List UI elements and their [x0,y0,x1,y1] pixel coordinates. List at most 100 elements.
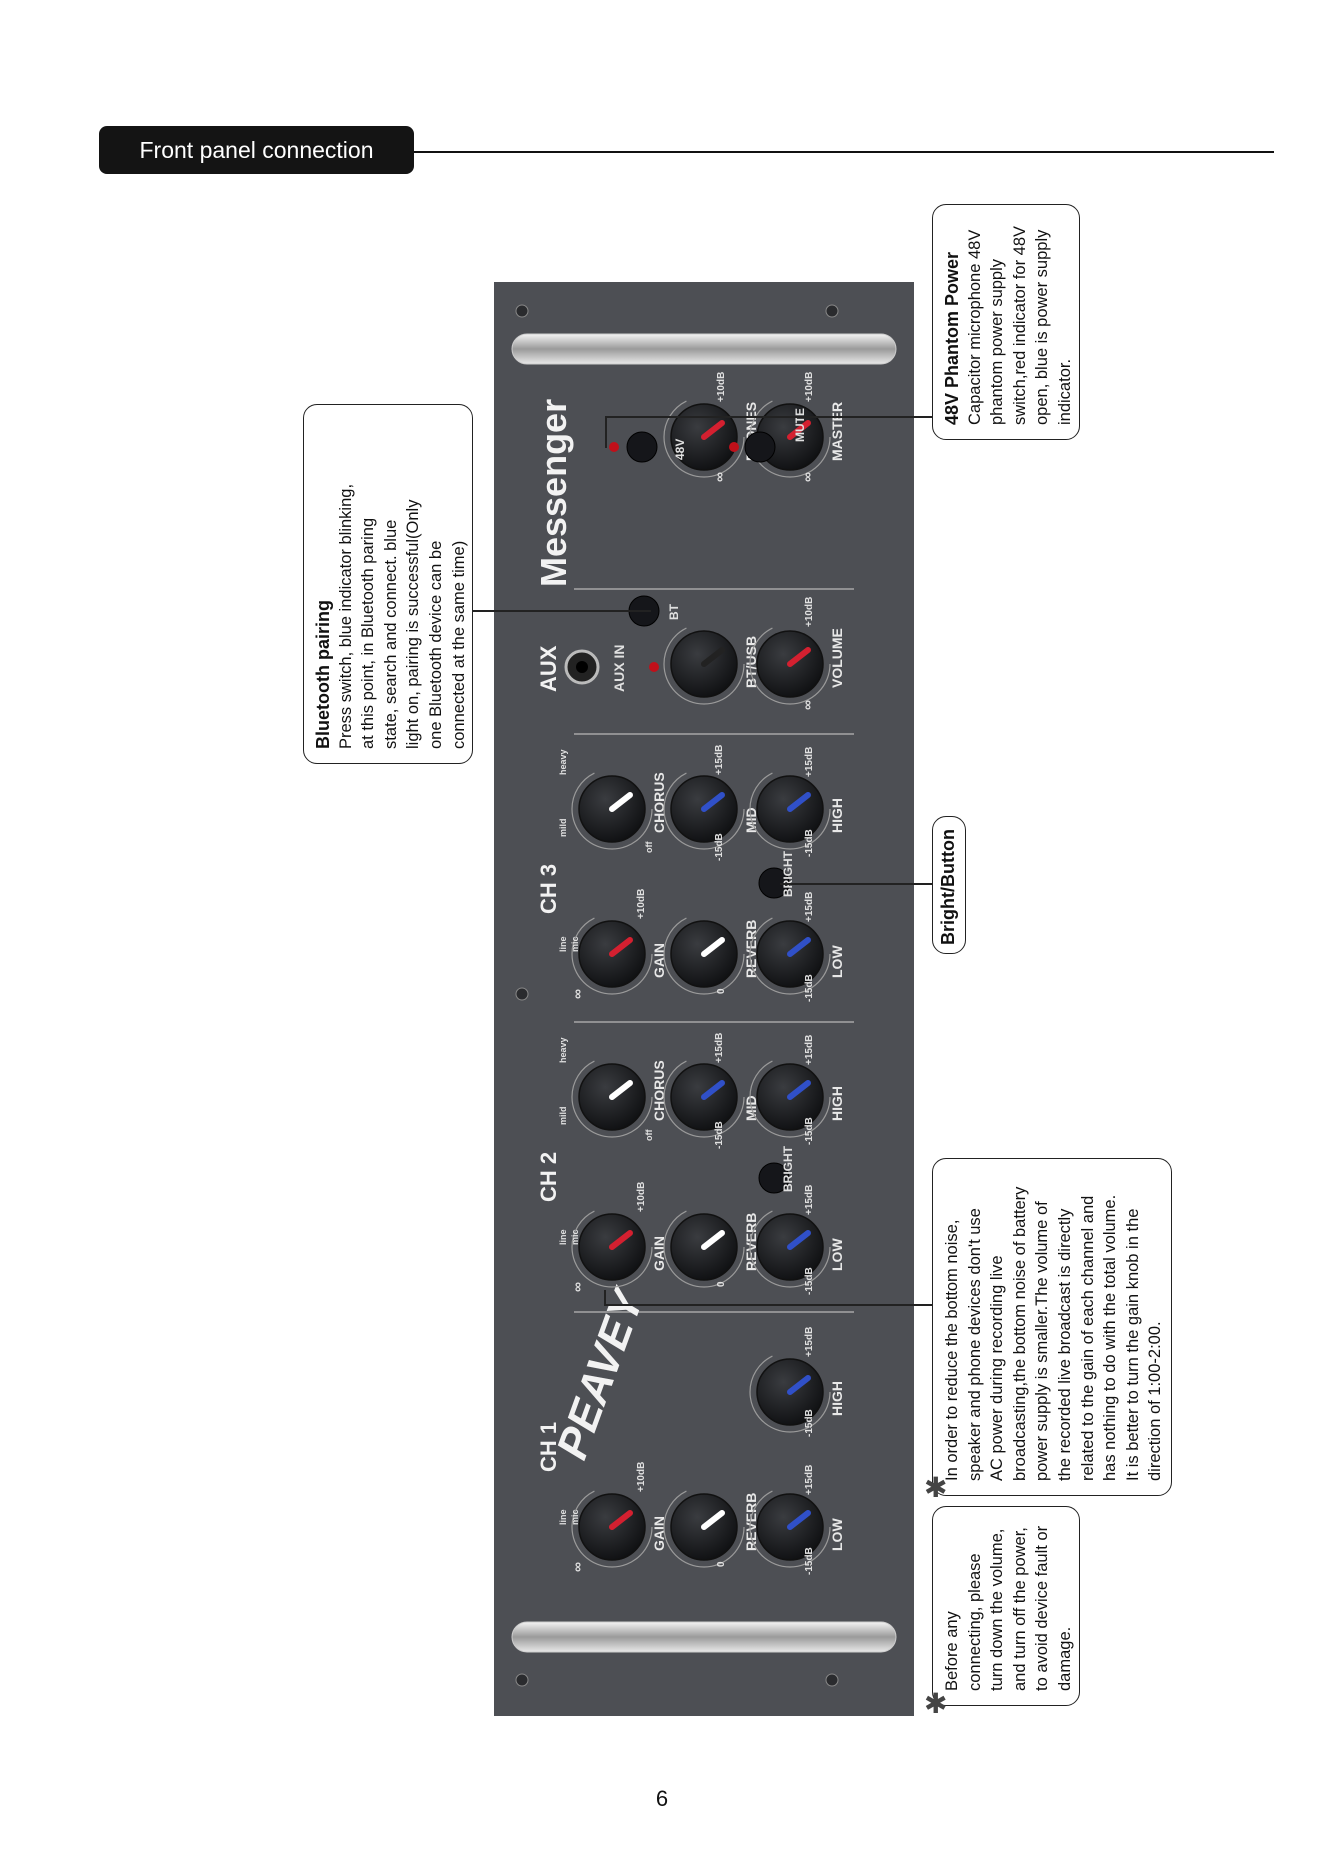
ch3-gain-knob[interactable]: GAIN [571,913,667,995]
ch3-high-plus15: +15dB [804,747,815,777]
knob-scale [749,623,831,705]
knob-pointer [701,420,725,440]
ch1-high-knob[interactable]: HIGH [749,1351,845,1433]
knob-pointer [609,1080,633,1100]
note-line: phantom power supply [988,258,1007,425]
mute-button[interactable] [744,431,776,463]
ch1-gain-knob[interactable]: GAIN [571,1486,667,1568]
ch3-gain-line: line [558,936,568,952]
note-line: Press switch, blue indicator blinking, [336,483,355,749]
bottom-handle [511,1621,897,1653]
ch3-low-knob-label: LOW [829,945,845,978]
ch3-chorus-knob[interactable]: CHORUS [571,768,667,850]
ch1-low-knob-label: LOW [829,1518,845,1551]
section-title: Front panel connection [139,136,374,163]
section-header: Front panel connection [99,126,414,174]
ch1-reverb-knob-label: REVERB [743,1493,759,1551]
phantom-48v-button[interactable] [626,431,658,463]
knob-scale [571,913,653,995]
ch2-high-knob[interactable]: HIGH [749,1056,845,1138]
leader-line-bluetooth [473,610,651,612]
ch3-gain-knob-label: GAIN [651,943,667,978]
ch2-reverb-zero: 0 [716,1281,727,1287]
screw [515,987,529,1001]
knob-scale [663,768,745,850]
ch2-low-knob[interactable]: LOW [749,1206,845,1288]
ch3-gain-mic: mic [570,936,580,952]
ch3-high-minus15: -15dB [804,829,815,857]
ch3-high-knob-label: HIGH [829,798,845,833]
note-line: light on, pairing is successful(Only [404,499,423,749]
ch3-low-knob[interactable]: LOW [749,913,845,995]
knob-pointer [701,1230,725,1250]
note-line: broadcasting,the bottom noise of battery [1010,1186,1029,1481]
ch3-chorus-mild: mild [558,818,568,837]
ch1-high-minus15: -15dB [804,1409,815,1437]
ch2-bright-button[interactable] [758,1162,790,1194]
note-line: power supply is smaller.The volume of [1033,1201,1052,1481]
ch2-mid-knob[interactable]: MID [663,1056,759,1138]
leader-line-phantom [605,416,932,418]
label-bt: BT [667,603,681,620]
knob-pointer [701,937,725,957]
note-line: one Bluetooth device can be [426,540,445,749]
knob-pointer [609,1230,633,1250]
note-line: to avoid device fault or [1033,1525,1052,1691]
note-line: turn down the volume, [988,1528,1007,1691]
ch1-high-knob-label: HIGH [829,1381,845,1416]
leader-line-gain [604,1304,932,1306]
ch2-chorus-heavy: heavy [558,1037,568,1063]
ch3-title: CH 3 [536,864,561,914]
screw [825,304,839,318]
ch2-high-knob-label: HIGH [829,1086,845,1121]
asterisk-icon: ✱ [924,1688,948,1719]
ch3-high-knob[interactable]: HIGH [749,768,845,850]
knob-scale [571,768,653,850]
knob-pointer [701,792,725,812]
knob-pointer [787,1510,811,1530]
aux-volume-knob[interactable]: VOLUME [749,623,845,705]
ch3-chorus-heavy: heavy [558,749,568,775]
label-mute: MUTE [793,408,807,442]
knob-pointer [701,1510,725,1530]
ch3-chorus-knob-label: CHORUS [651,772,667,833]
knob-scale [663,1206,745,1288]
ch1-reverb-knob[interactable]: REVERB [663,1486,759,1568]
knob-pointer [787,647,811,667]
knob-pointer [701,1080,725,1100]
phantom-led [609,442,619,452]
ch2-gain-mic: mic [570,1229,580,1245]
note-line: switch,red indicator for 48V [1010,225,1029,425]
phones-plus10: +10dB [716,372,727,402]
leader-line-bright [780,883,932,885]
note-line: damage. [1055,1626,1074,1691]
ch3-reverb-knob[interactable]: REVERB [663,913,759,995]
ch1-gain-knob-label: GAIN [651,1516,667,1551]
ch1-title: CH 1 [536,1422,561,1472]
screw [515,304,529,318]
master-plus10: +10dB [804,372,815,402]
bt-usb-knob[interactable]: BT/USB [663,623,759,705]
ch2-chorus-mild: mild [558,1106,568,1125]
ch2-mid-plus15: +15dB [714,1033,725,1063]
ch3-gain-inf: ∞ [569,989,585,999]
ch3-mid-minus15: -15dB [714,833,725,861]
knob-scale [749,1486,831,1568]
ch2-reverb-knob-label: REVERB [743,1213,759,1271]
note-phantom-title: 48V Phantom Power [942,251,962,425]
ch3-chorus-off: off [644,841,654,853]
phones-inf: ∞ [711,472,727,482]
knob-pointer [787,792,811,812]
front-panel: Messenger PEAVEY CH 1 CH 2 CH 3 AUX GAIN… [494,282,914,1716]
aux-in-jack-hole [576,661,588,673]
ch3-low-plus15: +15dB [804,892,815,922]
ch2-chorus-knob[interactable]: CHORUS [571,1056,667,1138]
note-line: Before any [943,1611,961,1691]
ch3-low-minus15: -15dB [804,974,815,1002]
ch1-low-knob[interactable]: LOW [749,1486,845,1568]
ch2-gain-knob[interactable]: GAIN [571,1206,667,1288]
ch3-mid-plus15: +15dB [714,745,725,775]
knob-scale [749,1206,831,1288]
ch2-mid-minus15: -15dB [714,1121,725,1149]
model-name: Messenger [533,399,574,587]
